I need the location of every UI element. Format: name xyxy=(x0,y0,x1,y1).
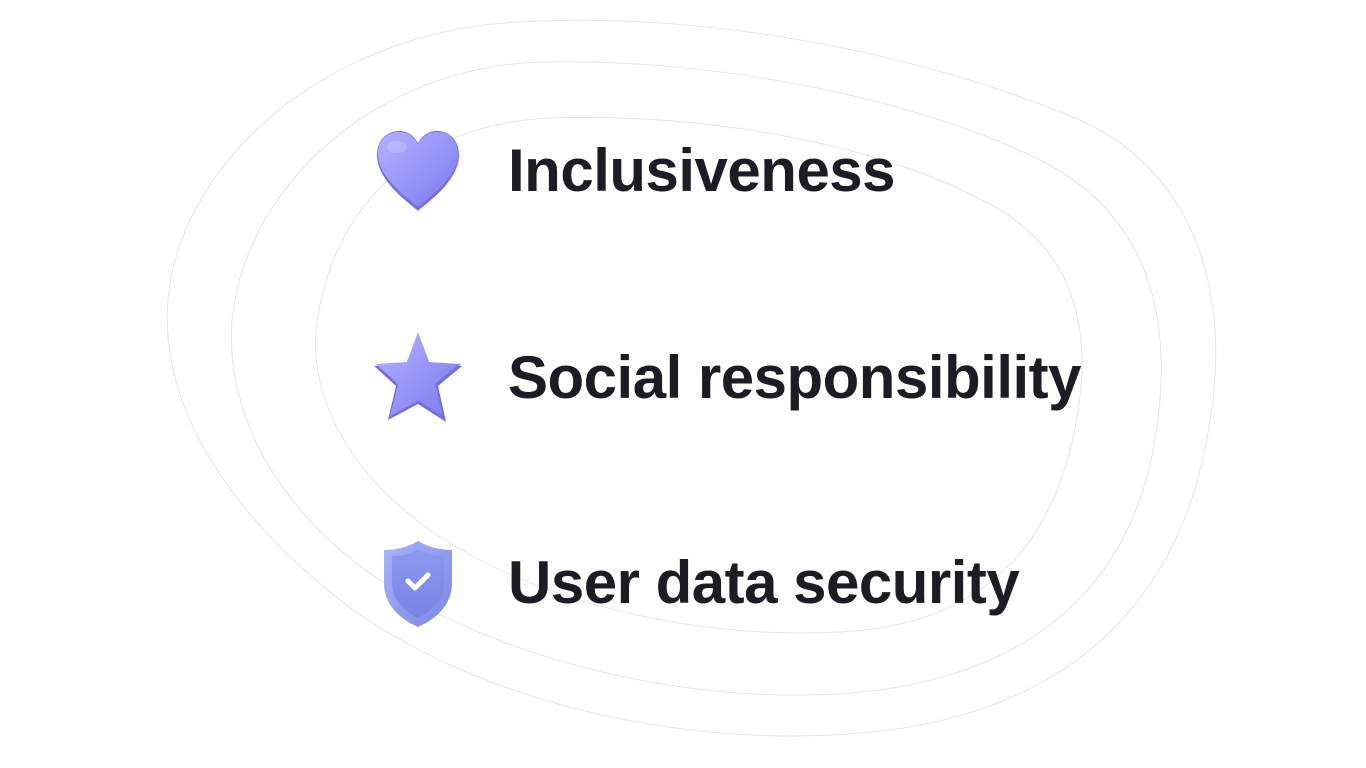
checkmark-icon xyxy=(405,572,431,591)
contour-line-outer xyxy=(166,19,1217,737)
value-label-social-responsibility: Social responsibility xyxy=(508,344,1082,411)
shield-check-icon xyxy=(370,533,466,633)
value-item-inclusiveness: Inclusiveness xyxy=(370,116,896,226)
star-icon xyxy=(370,328,466,428)
heart-icon xyxy=(370,121,466,221)
value-label-inclusiveness: Inclusiveness xyxy=(508,137,896,204)
value-item-social-responsibility: Social responsibility xyxy=(370,323,1082,433)
contour-line-inner xyxy=(315,116,1083,634)
value-label-user-data-security: User data security xyxy=(508,549,1020,616)
contour-line-middle xyxy=(230,61,1162,696)
value-item-user-data-security: User data security xyxy=(370,528,1020,638)
